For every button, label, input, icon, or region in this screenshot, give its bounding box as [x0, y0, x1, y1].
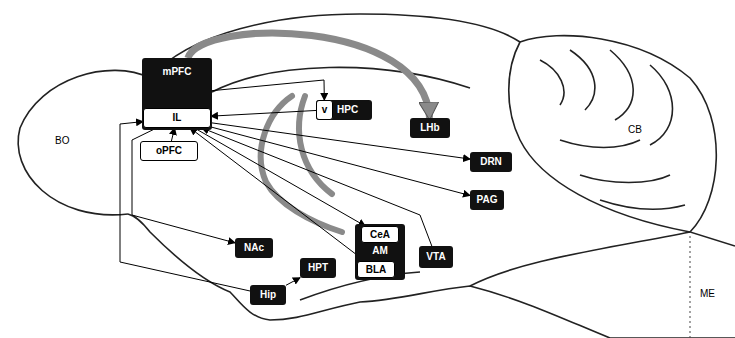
region-name: NAc: [244, 242, 264, 254]
region-name: PAG: [477, 194, 498, 206]
region-name: DRN: [480, 156, 502, 168]
region-box: BLA: [357, 261, 395, 278]
region-box: VTA: [419, 246, 453, 268]
projection-arrow: [286, 278, 300, 286]
ventral-outline: [128, 214, 735, 338]
region-name: BLA: [366, 264, 387, 276]
region-box: IL: [143, 108, 211, 128]
area-label: ME: [700, 288, 715, 299]
projection-arrow: [132, 128, 235, 243]
region-name: VTA: [426, 251, 445, 263]
region-box: PAG: [470, 190, 504, 210]
region-name: Hip: [260, 289, 276, 301]
projection-arrow: [212, 80, 324, 100]
region-box: HPC v: [316, 100, 372, 120]
area-label: BO: [55, 135, 69, 146]
region-name: HPT: [308, 262, 328, 274]
region-name: v: [322, 104, 328, 116]
region-name: AM: [372, 245, 388, 257]
medulla-boundary: [690, 236, 691, 338]
hippocampus-shape: [261, 96, 342, 232]
region-name: oPFC: [156, 145, 182, 157]
region-box: LHb: [410, 118, 450, 138]
region-box: v: [316, 100, 333, 120]
region-box: HPT: [300, 258, 336, 278]
area-label: CB: [628, 124, 642, 135]
region-name: LHb: [420, 122, 439, 134]
olfactory-bulb: [18, 70, 150, 215]
region-box: mPFC IL: [142, 58, 212, 130]
region-box: DRN: [470, 152, 512, 172]
projection-arrow: [202, 128, 432, 246]
region-name: CeA: [370, 229, 390, 241]
region-box: CeA: [361, 226, 399, 243]
cerebellum-folia: [509, 42, 690, 232]
region-box: Hip: [250, 285, 286, 305]
region-box: NAc: [235, 238, 273, 258]
brainstem-line: [470, 232, 690, 286]
projection-arrow: [211, 123, 470, 159]
projection-arrow: [194, 128, 365, 226]
region-name: IL: [173, 112, 182, 124]
projection-arrow-thick: [188, 33, 430, 118]
region-box: oPFC: [140, 141, 198, 161]
projection-arrow: [120, 122, 250, 291]
corpus-callosum: [212, 67, 470, 92]
projection-arrow: [211, 110, 316, 116]
region-name: HPC: [337, 104, 358, 116]
projection-arrow: [190, 128, 365, 261]
region-name: mPFC: [163, 66, 192, 78]
cortex-outline: [150, 14, 735, 246]
region-box: AM CeA BLA: [355, 224, 405, 280]
